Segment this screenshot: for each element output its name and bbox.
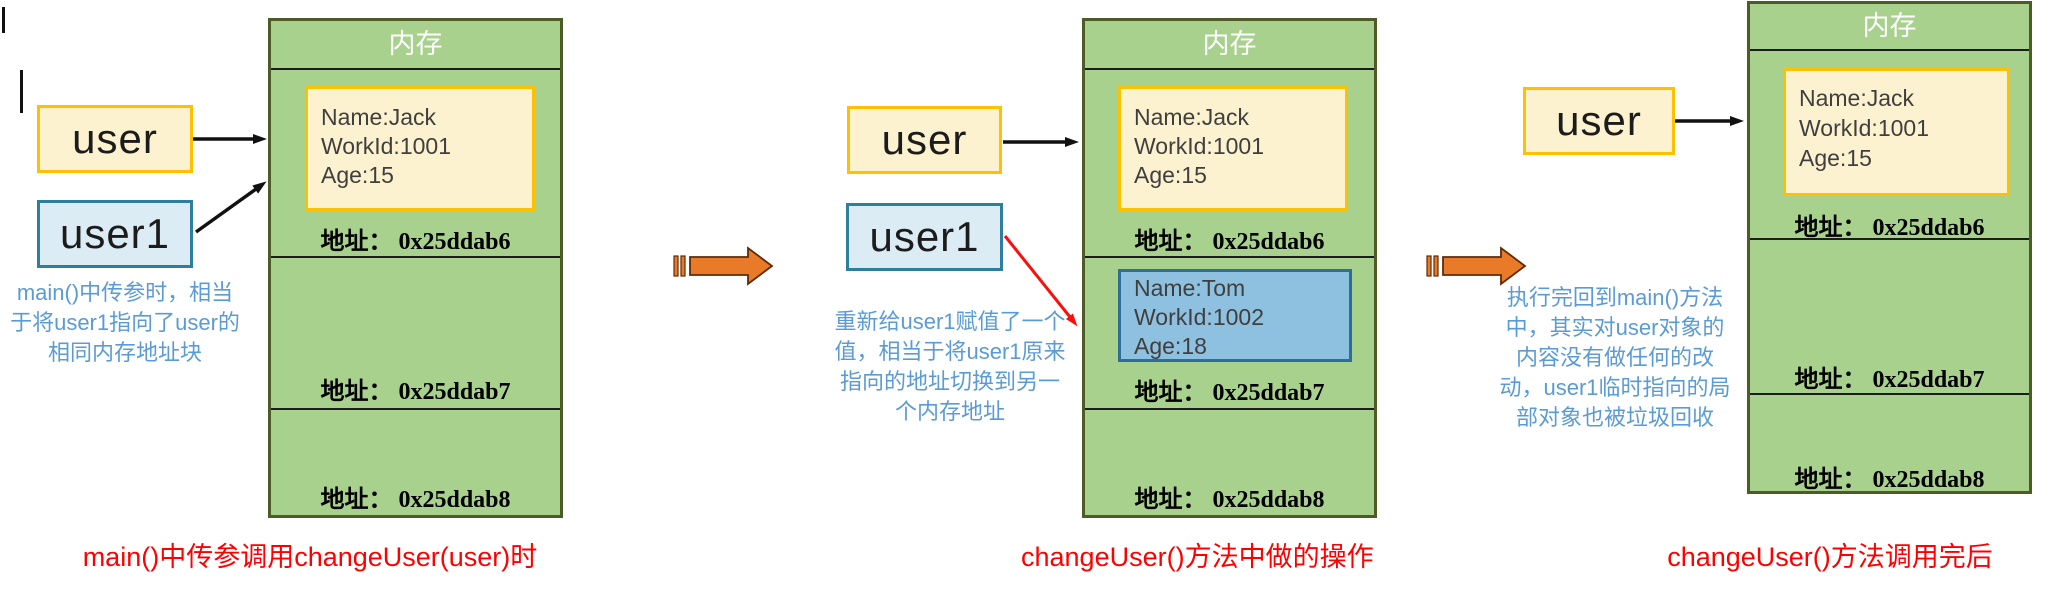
- address-label: 地址： 0x25ddab8: [320, 487, 511, 513]
- memory-title: 内存: [1862, 11, 1917, 41]
- memory-title: 内存: [388, 29, 443, 59]
- object-box-jack: Name:Jack WorkId:1001 Age:15: [1118, 86, 1348, 211]
- transition-arrow-1: [673, 246, 774, 286]
- object-field: Age:15: [321, 162, 394, 188]
- object-field: Name:Jack: [1134, 104, 1250, 130]
- var-box-user1-panel2: user1: [846, 203, 1003, 271]
- crop-artifact-line: [2, 7, 5, 33]
- object-field: Age:18: [1134, 333, 1207, 359]
- note-line: 重新给user1赋值了一个: [834, 309, 1066, 334]
- address-label: 地址： 0x25ddab7: [320, 379, 511, 405]
- address-label: 地址： 0x25ddab6: [320, 229, 511, 255]
- caption-panel2: changeUser()方法中做的操作: [1021, 542, 1374, 572]
- object-field: WorkId:1002: [1134, 304, 1264, 330]
- address-label: 地址： 0x25ddab7: [1794, 367, 1985, 393]
- object-field: Name:Tom: [1134, 275, 1246, 301]
- object-field: Name:Jack: [321, 104, 437, 130]
- note-line: 值，相当于将user1原来: [834, 339, 1066, 364]
- memory-block-panel2: 内存 Name:Jack WorkId:1001 Age:15 地址： 0x25…: [1082, 18, 1377, 518]
- memory-divider: [1085, 68, 1374, 70]
- note-panel1: main()中传参时，相当 于将user1指向了user的 相同内存地址块: [0, 278, 250, 368]
- object-box-jack: Name:Jack WorkId:1001 Age:15: [305, 86, 535, 211]
- note-line: 内容没有做任何的改: [1515, 345, 1714, 370]
- pointer-arrow-user1-to-tom-panel2: [1003, 235, 1078, 327]
- var-label: user: [72, 115, 158, 162]
- memory-divider: [1750, 49, 2029, 51]
- note-line: 相同内存地址块: [47, 340, 202, 365]
- var-box-user-panel2: user: [847, 106, 1002, 174]
- object-field: Age:15: [1134, 162, 1207, 188]
- memory-block-panel1: 内存 Name:Jack WorkId:1001 Age:15 地址： 0x25…: [268, 18, 563, 518]
- note-panel2: 重新给user1赋值了一个 值，相当于将user1原来 指向的地址切换到另一 个…: [800, 307, 1100, 427]
- object-field: WorkId:1001: [1799, 115, 1929, 141]
- note-line: 执行完回到main()方法: [1506, 285, 1724, 310]
- var-box-user1-panel1: user1: [37, 200, 193, 268]
- object-field: Age:15: [1799, 145, 1872, 171]
- memory-divider: [271, 256, 560, 258]
- memory-divider: [1750, 393, 2029, 395]
- transition-arrow-2: [1426, 246, 1527, 286]
- memory-divider: [1085, 256, 1374, 258]
- address-label: 地址： 0x25ddab7: [1134, 380, 1325, 406]
- object-field: WorkId:1001: [321, 133, 451, 159]
- object-field: WorkId:1001: [1134, 133, 1264, 159]
- crop-artifact-line: [20, 70, 23, 113]
- address-label: 地址： 0x25ddab8: [1794, 467, 1985, 493]
- memory-title: 内存: [1202, 29, 1257, 59]
- address-label: 地址： 0x25ddab6: [1794, 215, 1985, 241]
- note-line: 指向的地址切换到另一: [839, 369, 1060, 394]
- memory-divider: [1750, 238, 2029, 240]
- var-label: user: [1556, 97, 1642, 144]
- note-line: 个内存地址: [894, 399, 1005, 424]
- caption-panel1: main()中传参调用changeUser(user)时: [82, 542, 538, 572]
- note-line: 中，其实对user对象的: [1505, 315, 1725, 340]
- pointer-arrow-user1-to-jack-panel1: [194, 181, 267, 234]
- address-label: 地址： 0x25ddab6: [1134, 229, 1325, 255]
- note-line: 动，user1临时指向的局: [1499, 375, 1731, 400]
- note-line: 部对象也被垃圾回收: [1515, 405, 1714, 430]
- caption-panel3: changeUser()方法调用完后: [1667, 542, 1993, 572]
- memory-divider: [271, 68, 560, 70]
- object-box-tom: Name:Tom WorkId:1002 Age:18: [1118, 269, 1352, 362]
- var-label: user1: [59, 210, 171, 257]
- object-field: Name:Jack: [1799, 85, 1915, 111]
- var-label: user1: [869, 213, 980, 260]
- address-label: 地址： 0x25ddab8: [1134, 487, 1325, 513]
- var-box-user-panel1: user: [37, 105, 193, 173]
- note-line: 于将user1指向了user的: [10, 310, 240, 335]
- var-box-user-panel3: user: [1523, 87, 1675, 155]
- var-label: user: [881, 116, 968, 163]
- memory-divider: [1085, 408, 1374, 410]
- note-panel3: 执行完回到main()方法 中，其实对user对象的 内容没有做任何的改 动，u…: [1465, 283, 1765, 433]
- memory-block-panel3: 内存 Name:Jack WorkId:1001 Age:15 地址： 0x25…: [1747, 1, 2032, 494]
- memory-divider: [271, 408, 560, 410]
- object-box-jack: Name:Jack WorkId:1001 Age:15: [1783, 68, 2010, 196]
- note-line: main()中传参时，相当: [16, 280, 234, 305]
